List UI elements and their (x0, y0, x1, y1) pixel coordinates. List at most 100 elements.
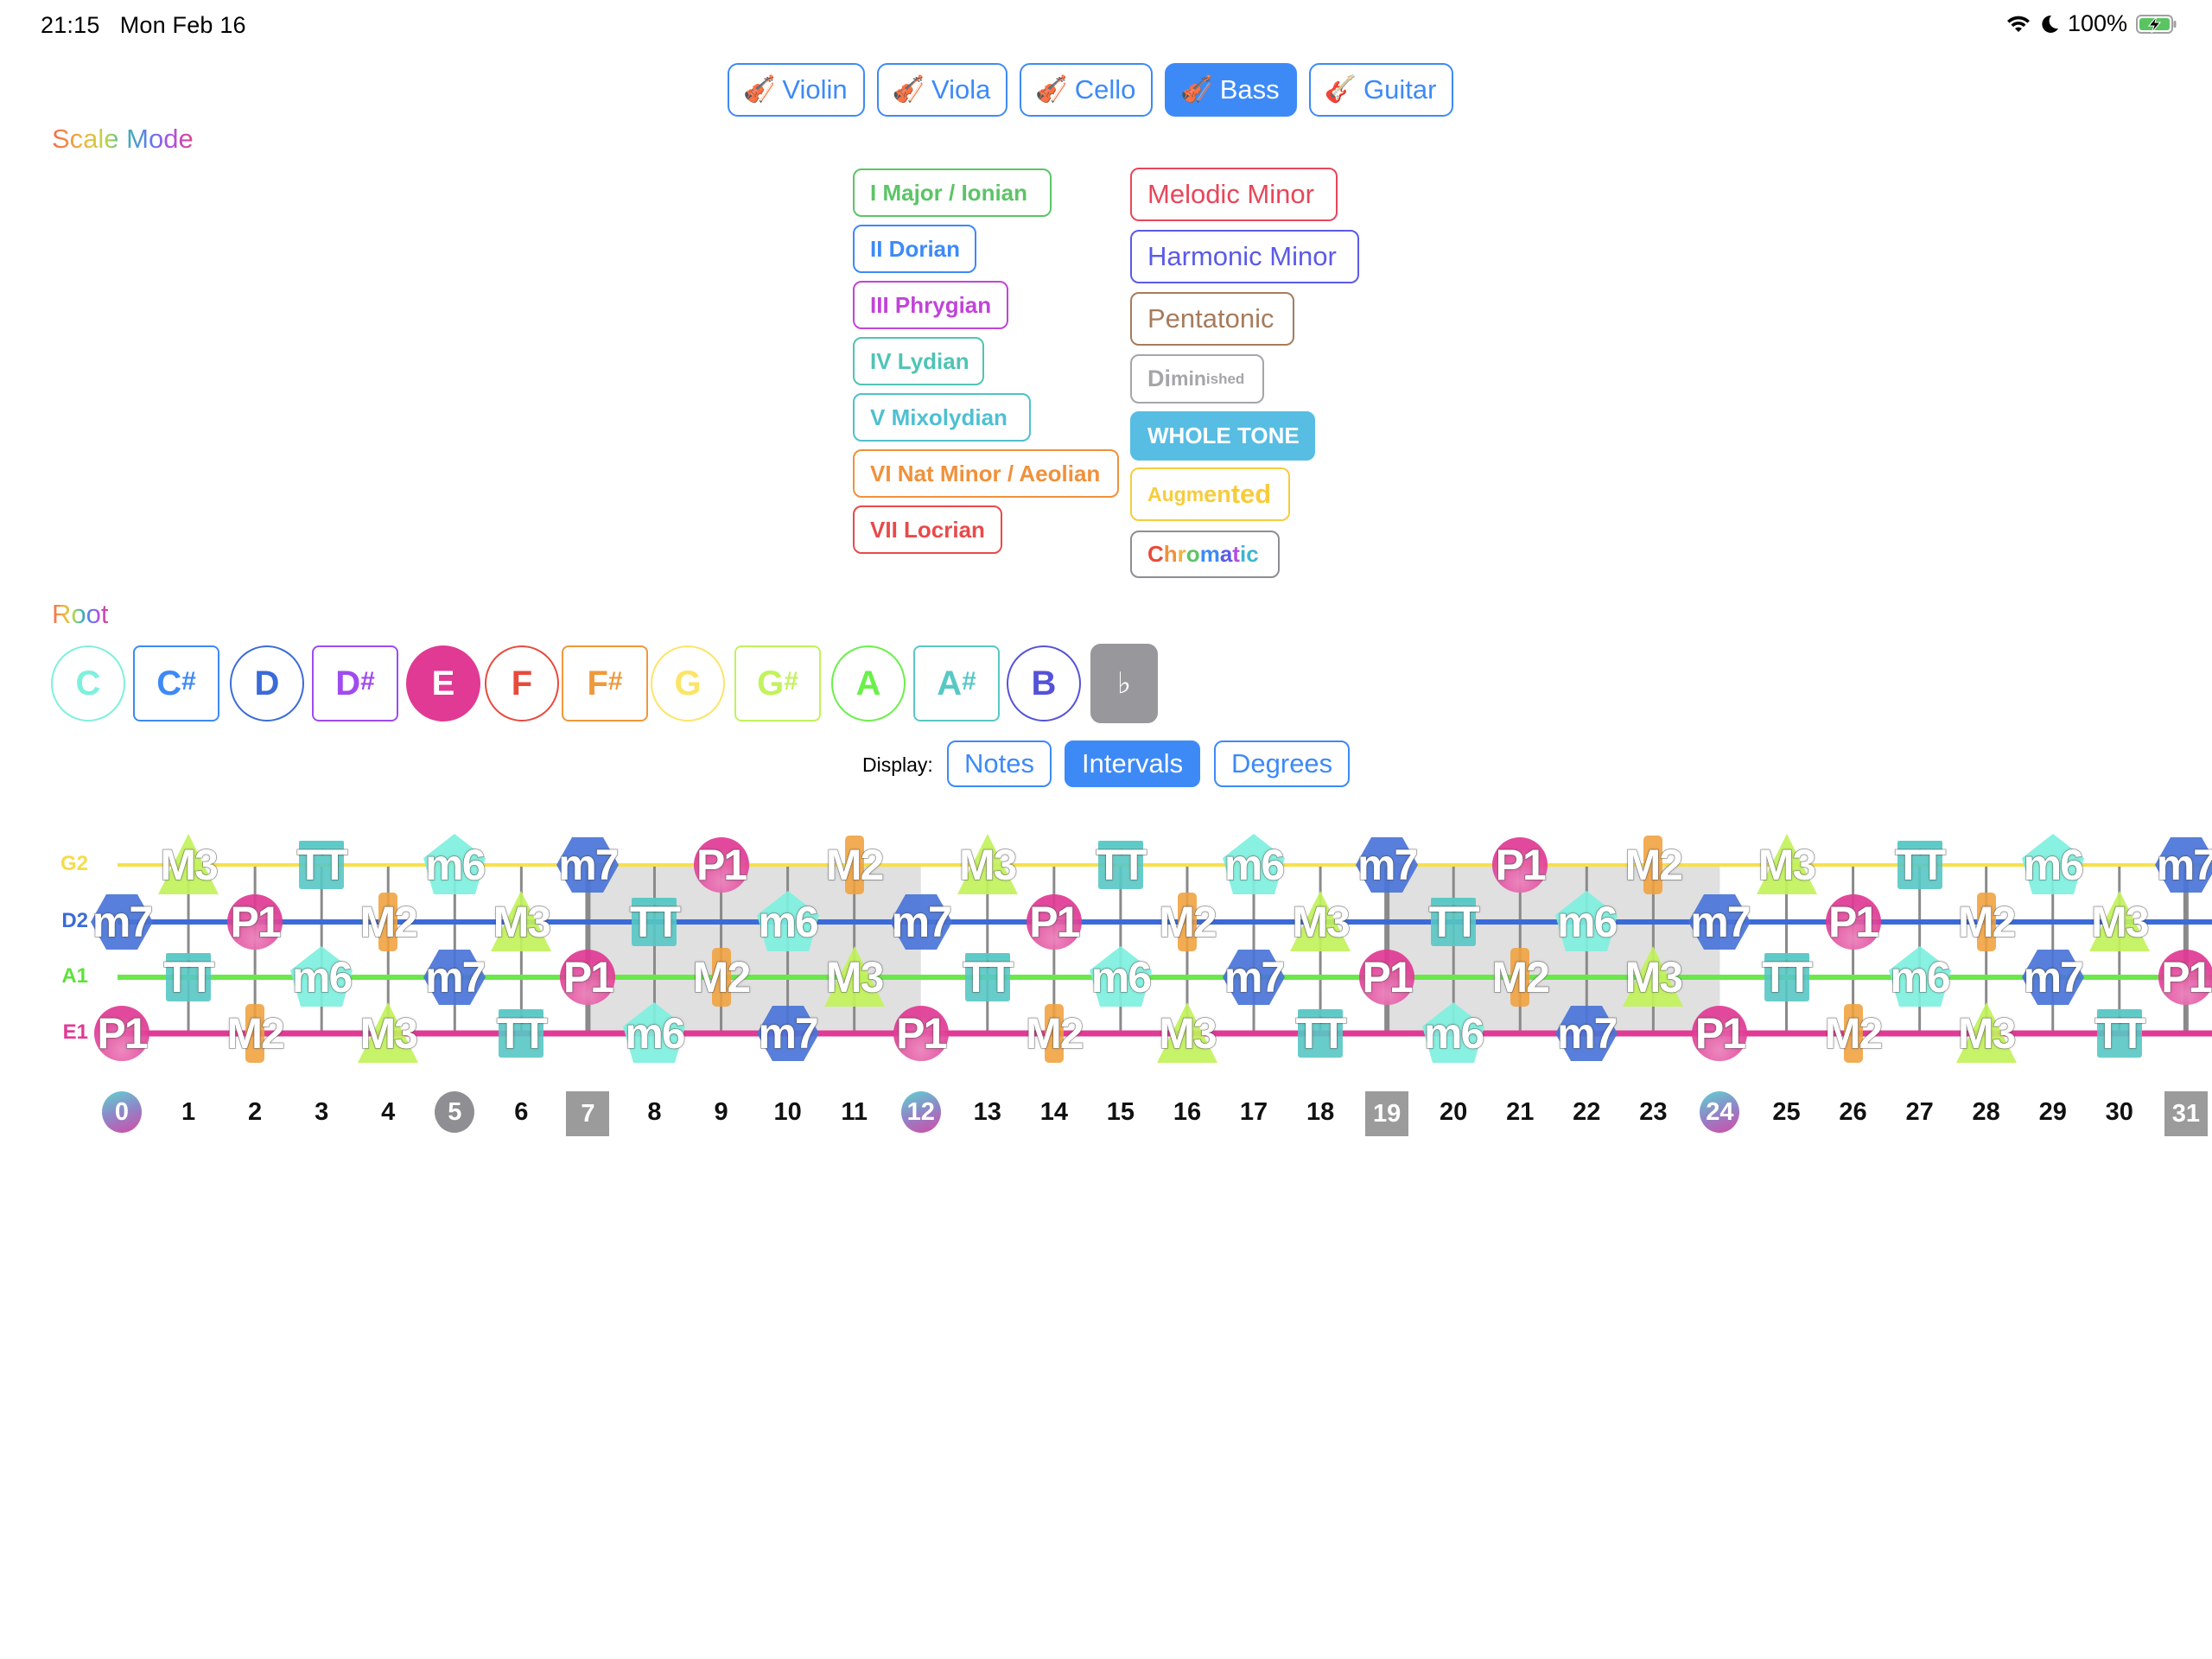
note-m6-a1-fret-27[interactable]: m6 (1885, 943, 1955, 1012)
note-m3-d2-fret-30[interactable]: M3 (2085, 887, 2154, 957)
note-m7-a1-fret-17[interactable]: m7 (1219, 943, 1288, 1012)
note-p1-e1-fret-12[interactable]: P1 (887, 999, 956, 1068)
mode-vii-locrian-button[interactable]: VII Locrian (853, 505, 1002, 554)
note-m3-e1-fret-4[interactable]: M3 (353, 999, 423, 1068)
note-tt-a1-fret-13[interactable]: TT (953, 943, 1022, 1012)
root-g-button[interactable]: G (651, 645, 725, 721)
note-m2-g2-fret-11[interactable]: M2 (820, 830, 889, 899)
note-tt-a1-fret-1[interactable]: TT (154, 943, 223, 1012)
note-p1-e1-fret-24[interactable]: P1 (1685, 999, 1754, 1068)
note-m6-a1-fret-3[interactable]: m6 (287, 943, 356, 1012)
note-m3-g2-fret-25[interactable]: M3 (1752, 830, 1821, 899)
note-m7-e1-fret-22[interactable]: m7 (1552, 999, 1621, 1068)
note-p1-g2-fret-21[interactable]: P1 (1485, 830, 1554, 899)
scale-melodic-minor-button[interactable]: Melodic Minor (1130, 168, 1338, 221)
note-m7-g2-fret-19[interactable]: m7 (1352, 830, 1421, 899)
note-m7-g2-fret-7[interactable]: m7 (553, 830, 622, 899)
note-tt-d2-fret-20[interactable]: TT (1419, 887, 1488, 957)
instrument-guitar-button[interactable]: 🎸Guitar (1308, 63, 1454, 117)
display-notes-button[interactable]: Notes (947, 741, 1052, 787)
note-p1-g2-fret-9[interactable]: P1 (687, 830, 756, 899)
note-m6-a1-fret-15[interactable]: m6 (1086, 943, 1155, 1012)
note-m2-d2-fret-16[interactable]: M2 (1153, 887, 1222, 957)
root-dsharp-button[interactable]: D# (312, 645, 398, 721)
note-m6-g2-fret-17[interactable]: m6 (1219, 830, 1288, 899)
note-m2-e1-fret-2[interactable]: M2 (220, 999, 289, 1068)
mode-ii-dorian-button[interactable]: II Dorian (853, 225, 976, 273)
note-tt-e1-fret-18[interactable]: TT (1286, 999, 1355, 1068)
note-m6-g2-fret-5[interactable]: m6 (420, 830, 489, 899)
root-a-button[interactable]: A (831, 645, 906, 721)
note-tt-e1-fret-6[interactable]: TT (486, 999, 556, 1068)
mode-iv-lydian-button[interactable]: IV Lydian (853, 337, 984, 385)
note-p1-a1-fret-7[interactable]: P1 (553, 943, 622, 1012)
root-csharp-button[interactable]: C# (133, 645, 219, 721)
note-tt-g2-fret-15[interactable]: TT (1086, 830, 1155, 899)
note-p1-d2-fret-2[interactable]: P1 (220, 887, 289, 957)
root-e-button[interactable]: E (406, 645, 480, 721)
note-tt-g2-fret-3[interactable]: TT (287, 830, 356, 899)
note-m2-g2-fret-23[interactable]: M2 (1618, 830, 1688, 899)
note-tt-a1-fret-25[interactable]: TT (1752, 943, 1821, 1012)
note-m3-g2-fret-13[interactable]: M3 (953, 830, 1022, 899)
instrument-violin-button[interactable]: 🎻Violin (728, 63, 865, 117)
root-b-button[interactable]: B (1007, 645, 1081, 721)
note-m6-e1-fret-20[interactable]: m6 (1419, 999, 1488, 1068)
mode-iii-phrygian-button[interactable]: III Phrygian (853, 281, 1008, 329)
note-m2-d2-fret-28[interactable]: M2 (1952, 887, 2021, 957)
instrument-viola-button[interactable]: 🎻Viola (876, 63, 1008, 117)
display-degrees-button[interactable]: Degrees (1214, 741, 1351, 787)
note-p1-a1-fret-19[interactable]: P1 (1352, 943, 1421, 1012)
note-m7-a1-fret-29[interactable]: m7 (2018, 943, 2088, 1012)
mode-v-mixolydian-button[interactable]: V Mixolydian (853, 393, 1031, 442)
note-m3-a1-fret-23[interactable]: M3 (1618, 943, 1688, 1012)
note-m6-d2-fret-22[interactable]: m6 (1552, 887, 1621, 957)
root-asharp-button[interactable]: A# (913, 645, 1000, 721)
instrument-bass-button[interactable]: 🎻Bass (1165, 63, 1297, 117)
note-m7-d2-fret-0[interactable]: m7 (87, 887, 156, 957)
instrument-cello-button[interactable]: 🎻Cello (1020, 63, 1154, 117)
note-m7-a1-fret-5[interactable]: m7 (420, 943, 489, 1012)
display-intervals-button[interactable]: Intervals (1065, 741, 1201, 787)
note-m3-d2-fret-6[interactable]: M3 (486, 887, 556, 957)
note-m2-a1-fret-21[interactable]: M2 (1485, 943, 1554, 1012)
scale-whole-tone-button[interactable]: WHOLE TONE (1130, 411, 1315, 461)
note-tt-e1-fret-30[interactable]: TT (2085, 999, 2154, 1068)
mode-i-major-ionian-button[interactable]: I Major / Ionian (853, 168, 1052, 217)
note-m2-e1-fret-14[interactable]: M2 (1020, 999, 1089, 1068)
root-fsharp-button[interactable]: F# (562, 645, 648, 721)
note-m7-d2-fret-24[interactable]: m7 (1685, 887, 1754, 957)
note-m6-d2-fret-10[interactable]: m6 (753, 887, 823, 957)
note-m3-d2-fret-18[interactable]: M3 (1286, 887, 1355, 957)
scale-pentatonic-button[interactable]: Pentatonic (1130, 292, 1294, 346)
note-m3-e1-fret-16[interactable]: M3 (1153, 999, 1222, 1068)
note-tt-g2-fret-27[interactable]: TT (1885, 830, 1955, 899)
note-p1-d2-fret-14[interactable]: P1 (1020, 887, 1089, 957)
root-c-button[interactable]: C (51, 645, 125, 721)
root-f-button[interactable]: F (485, 645, 559, 721)
note-m7-e1-fret-10[interactable]: m7 (753, 999, 823, 1068)
note-m2-d2-fret-4[interactable]: M2 (353, 887, 423, 957)
note-m3-e1-fret-28[interactable]: M3 (1952, 999, 2021, 1068)
note-p1-a1-fret-31[interactable]: P1 (2152, 943, 2212, 1012)
note-m3-a1-fret-11[interactable]: M3 (820, 943, 889, 1012)
scale-harmonic-minor-button[interactable]: Harmonic Minor (1130, 230, 1359, 283)
note-m3-g2-fret-1[interactable]: M3 (154, 830, 223, 899)
note-m6-e1-fret-8[interactable]: m6 (620, 999, 689, 1068)
note-p1-e1-fret-0[interactable]: P1 (87, 999, 156, 1068)
note-tt-d2-fret-8[interactable]: TT (620, 887, 689, 957)
note-m2-e1-fret-26[interactable]: M2 (1819, 999, 1888, 1068)
flat-toggle-button[interactable]: ♭ (1090, 644, 1158, 723)
note-p1-d2-fret-26[interactable]: P1 (1819, 887, 1888, 957)
mode-vi-nat-minor-aeolian-button[interactable]: VI Nat Minor / Aeolian (853, 449, 1119, 498)
note-m7-d2-fret-12[interactable]: m7 (887, 887, 956, 957)
note-m2-a1-fret-9[interactable]: M2 (687, 943, 756, 1012)
root-gsharp-button[interactable]: G# (734, 645, 821, 721)
note-m6-g2-fret-29[interactable]: m6 (2018, 830, 2088, 899)
note-m7-g2-fret-31[interactable]: m7 (2152, 830, 2212, 899)
root-d-button[interactable]: D (230, 645, 304, 721)
